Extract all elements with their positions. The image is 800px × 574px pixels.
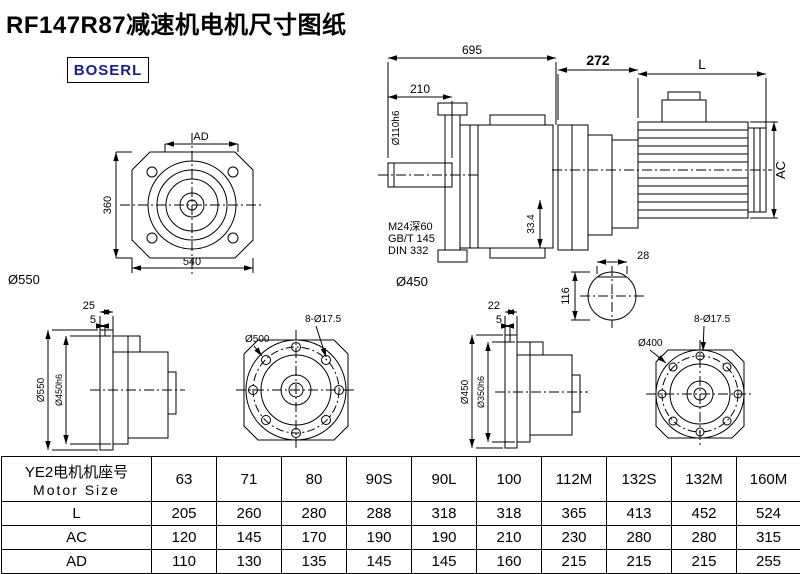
dia-550-label: Ø550 [8, 272, 40, 287]
column-header: 63 [152, 457, 217, 502]
column-header: 132S [607, 457, 672, 502]
dim-l-label: L [698, 56, 706, 72]
table-header-row: YE2电机机座号 Motor Size 63 71 80 90S 90L 100… [2, 457, 800, 502]
bolt-8d175-left-label: 8-Ø17.5 [305, 314, 342, 325]
bottom-left-profile [48, 312, 185, 450]
value-cell: 318 [412, 502, 477, 526]
value-cell: 413 [607, 502, 672, 526]
note-m24-label: M24深60 [388, 220, 433, 233]
value-cell: 280 [672, 526, 737, 550]
value-cell: 170 [282, 526, 347, 550]
row-label: AD [2, 550, 152, 574]
value-cell: 230 [542, 526, 607, 550]
value-cell: 145 [347, 550, 412, 574]
dia-500-label: Ø500 [245, 334, 270, 345]
value-cell: 280 [607, 526, 672, 550]
value-cell: 452 [672, 502, 737, 526]
note-din332-label: DIN 332 [388, 245, 428, 257]
column-header: 80 [282, 457, 347, 502]
table-row-ad: AD 110 130 135 145 145 160 215 215 215 2… [2, 550, 800, 574]
column-header: 132M [672, 457, 737, 502]
value-cell: 160 [477, 550, 542, 574]
value-cell: 260 [217, 502, 282, 526]
column-header: 100 [477, 457, 542, 502]
dim-ac-label: AC [773, 161, 788, 179]
row-label: L [2, 502, 152, 526]
motor-size-table: YE2电机机座号 Motor Size 63 71 80 90S 90L 100… [1, 456, 800, 574]
technical-drawing: AD 360 540 Ø550 695 210 Ø110h6 M24深60 GB… [0, 0, 800, 455]
table-row-ac: AC 120 145 170 190 190 210 230 280 280 3… [2, 526, 800, 550]
value-cell: 215 [672, 550, 737, 574]
motor-size-header-en: Motor Size [2, 482, 151, 498]
column-header: 112M [542, 457, 607, 502]
dia-350h6-label: Ø350h6 [476, 376, 486, 408]
dim-5-left-label: 5 [90, 314, 96, 326]
dim-360-label: 360 [102, 196, 114, 214]
value-cell: 145 [217, 526, 282, 550]
value-cell: 110 [152, 550, 217, 574]
motor-size-header-cell: YE2电机机座号 Motor Size [2, 457, 152, 502]
value-cell: 130 [217, 550, 282, 574]
value-cell: 315 [737, 526, 800, 550]
dim-116-label: 116 [560, 287, 572, 305]
value-cell: 145 [412, 550, 477, 574]
bottom-right-profile [472, 312, 588, 448]
value-cell: 365 [542, 502, 607, 526]
dim-272-label: 272 [586, 52, 610, 68]
dim-695-label: 695 [462, 43, 482, 57]
value-cell: 210 [477, 526, 542, 550]
column-header: 160M [737, 457, 800, 502]
value-cell: 215 [607, 550, 672, 574]
motor-size-header-cn: YE2电机机座号 [2, 461, 151, 482]
column-header: 90L [412, 457, 477, 502]
value-cell: 190 [412, 526, 477, 550]
dia-450-bottom-label: Ø450 [460, 379, 471, 404]
value-cell: 288 [347, 502, 412, 526]
dia-450-label: Ø450 [396, 274, 428, 289]
dim-ad-label: AD [193, 131, 208, 143]
dim-5-right-label: 5 [496, 314, 502, 326]
dia-400-label: Ø400 [638, 338, 663, 349]
value-cell: 215 [542, 550, 607, 574]
motor-view [552, 70, 778, 328]
dia-110h6-label: Ø110h6 [391, 110, 402, 145]
value-cell: 190 [347, 526, 412, 550]
dia-550-bottom-label: Ø550 [36, 377, 47, 402]
row-label: AC [2, 526, 152, 550]
value-cell: 280 [282, 502, 347, 526]
column-header: 90S [347, 457, 412, 502]
table-row-l: L 205 260 280 288 318 318 365 413 452 52… [2, 502, 800, 526]
dim-22-label: 22 [488, 300, 500, 312]
value-cell: 120 [152, 526, 217, 550]
dim-540-label: 540 [183, 256, 201, 268]
dim-28-label: 28 [637, 250, 649, 262]
value-cell: 205 [152, 502, 217, 526]
value-cell: 255 [737, 550, 800, 574]
value-cell: 524 [737, 502, 800, 526]
note-gbt145-label: GB/T 145 [388, 233, 435, 245]
column-header: 71 [217, 457, 282, 502]
dim-334-label: 33.4 [526, 214, 537, 234]
dia-450h6-label: Ø450h6 [54, 374, 64, 406]
bolt-8d175-right-label: 8-Ø17.5 [694, 314, 731, 325]
value-cell: 135 [282, 550, 347, 574]
dim-210-label: 210 [410, 82, 430, 96]
value-cell: 318 [477, 502, 542, 526]
dim-25-label: 25 [83, 300, 95, 312]
